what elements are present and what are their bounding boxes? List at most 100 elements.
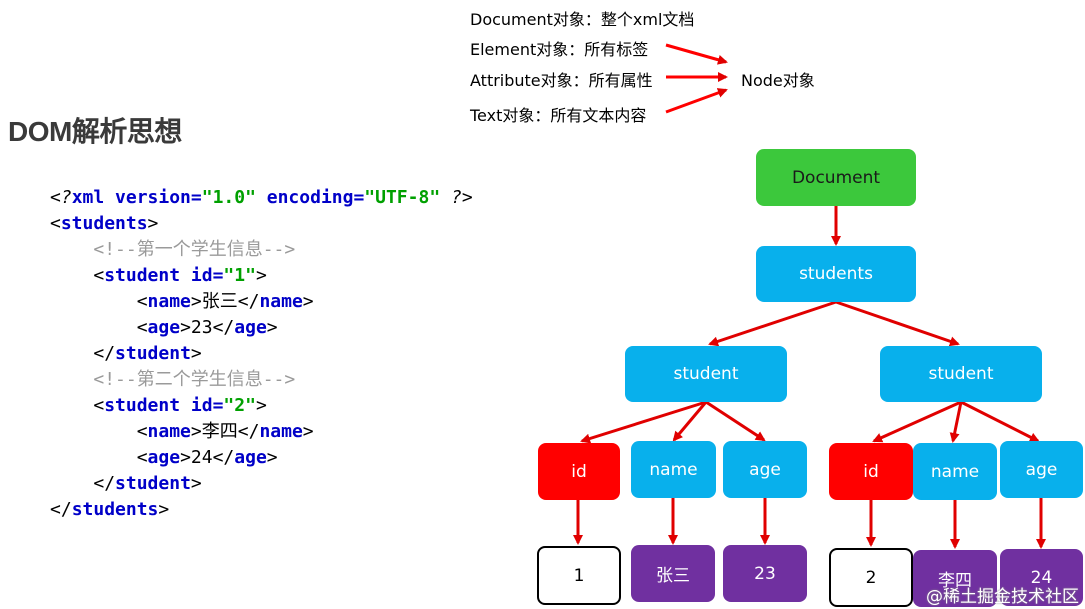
text-value: 23: [190, 317, 213, 338]
code-line-students-close: </students>: [50, 497, 473, 523]
code-line-name2: <name>李四</name>: [50, 419, 473, 445]
legend-attribute: Attribute对象：所有属性: [470, 71, 653, 90]
tag-bracket: >: [190, 421, 202, 442]
text-value: 李四: [201, 421, 238, 442]
xml-decl-encoding-value: "UTF-8": [364, 187, 441, 208]
legend-document: Document对象：整个xml文档: [470, 10, 695, 29]
tag-bracket: </: [50, 499, 72, 520]
tag-bracket: >: [255, 265, 267, 286]
legend-arrow-text: [665, 88, 728, 114]
node-value-id-left: 1: [537, 546, 621, 605]
tag-age: age: [147, 317, 181, 338]
edge-student-left-id: [580, 400, 707, 444]
node-element-name-left: name: [631, 441, 716, 498]
tag-bracket: </: [93, 343, 116, 364]
xml-decl-open: <?: [50, 187, 72, 208]
legend-arrow-element: [665, 43, 728, 65]
xml-decl-version-value: "1.0": [201, 187, 256, 208]
edge-student-right-age: [960, 400, 1040, 443]
code-line-comment-2: <!--第二个学生信息-->: [50, 367, 473, 393]
tag-students: students: [71, 499, 159, 520]
node-student-right: student: [880, 346, 1042, 402]
node-text-name-right: 李四: [913, 550, 997, 607]
edge-students-student-left: [708, 300, 837, 347]
tag-bracket: >: [190, 473, 202, 494]
code-line-student1-close: </student>: [50, 341, 473, 367]
edge-student-left-name: [672, 401, 708, 442]
tag-bracket: </: [237, 291, 260, 312]
tag-name: name: [147, 421, 191, 442]
node-element-age-left: age: [723, 441, 807, 498]
edge-student-left-age: [705, 400, 766, 442]
code-line-name1: <name>张三</name>: [50, 289, 473, 315]
tag-bracket: <: [136, 317, 148, 338]
tag-students: students: [60, 213, 148, 234]
node-attr-id-left: id: [538, 443, 620, 500]
tag-name: name: [259, 291, 303, 312]
code-line-student1-open: <student id="1">: [50, 263, 473, 289]
node-document: Document: [756, 149, 916, 206]
tag-student: student: [115, 473, 191, 494]
tag-name: name: [147, 291, 191, 312]
tag-bracket: <: [136, 291, 148, 312]
code-line-comment-1: <!--第一个学生信息-->: [50, 237, 473, 263]
xml-decl-encoding-attr: encoding=: [255, 187, 365, 208]
tag-age: age: [147, 447, 181, 468]
tag-name: name: [259, 421, 303, 442]
node-text-name-left: 张三: [631, 545, 715, 602]
edge-student-right-name: [949, 401, 963, 443]
node-value-id-right: 2: [829, 548, 913, 607]
text-value: 24: [190, 447, 213, 468]
tag-bracket: </: [237, 421, 260, 442]
node-text-age-right: 24: [1000, 549, 1083, 606]
text-value: 张三: [201, 291, 238, 312]
code-line-student2-open: <student id="2">: [50, 393, 473, 419]
tag-bracket: <: [93, 395, 105, 416]
node-student-left: student: [625, 346, 787, 402]
tag-bracket: >: [190, 343, 202, 364]
xml-comment: <!--第二个学生信息-->: [93, 369, 296, 390]
code-line-age2: <age>24</age>: [50, 445, 473, 471]
tag-bracket: </: [212, 317, 235, 338]
tag-bracket: >: [158, 499, 170, 520]
legend-text: Text对象：所有文本内容: [470, 106, 647, 125]
tag-student-id-attr: student id=: [104, 265, 224, 286]
tag-student: student: [115, 343, 191, 364]
tag-bracket: <: [136, 447, 148, 468]
tag-bracket: </: [212, 447, 235, 468]
tag-bracket: >: [266, 447, 278, 468]
tag-bracket: >: [255, 395, 267, 416]
node-attr-id-right: id: [829, 443, 913, 500]
tag-age: age: [234, 317, 267, 338]
tag-age: age: [234, 447, 267, 468]
tag-bracket: >: [302, 421, 314, 442]
node-text-age-left: 23: [723, 545, 807, 602]
legend-element: Element对象：所有标签: [470, 40, 649, 59]
node-element-name-right: name: [913, 443, 997, 500]
legend-node-target: Node对象: [741, 71, 815, 90]
watermark: @稀土掘金技术社区: [926, 587, 1079, 607]
tag-bracket: <: [93, 265, 105, 286]
tag-bracket: >: [266, 317, 278, 338]
node-students: students: [756, 246, 916, 302]
tag-student-id-attr: student id=: [104, 395, 224, 416]
code-line-student2-close: </student>: [50, 471, 473, 497]
tag-bracket: <: [136, 421, 148, 442]
tag-bracket: >: [180, 317, 191, 338]
node-element-age-right: age: [1000, 441, 1083, 498]
xml-decl-version-attr: xml version=: [71, 187, 202, 208]
tag-bracket: >: [180, 447, 191, 468]
edge-student-right-id: [872, 400, 962, 443]
tag-bracket: <: [50, 213, 61, 234]
edge-students-student-right: [835, 300, 960, 347]
tag-bracket: </: [93, 473, 116, 494]
tag-bracket: >: [302, 291, 314, 312]
code-line-declaration: <?xml version="1.0" encoding="UTF-8" ?>: [50, 185, 473, 211]
xml-code-block: <?xml version="1.0" encoding="UTF-8" ?> …: [50, 185, 473, 523]
tag-bracket: >: [190, 291, 202, 312]
page-title: DOM解析思想: [8, 116, 182, 147]
attr-value: "2": [223, 395, 256, 416]
attr-value: "1": [223, 265, 256, 286]
xml-decl-close: ?>: [440, 187, 473, 208]
